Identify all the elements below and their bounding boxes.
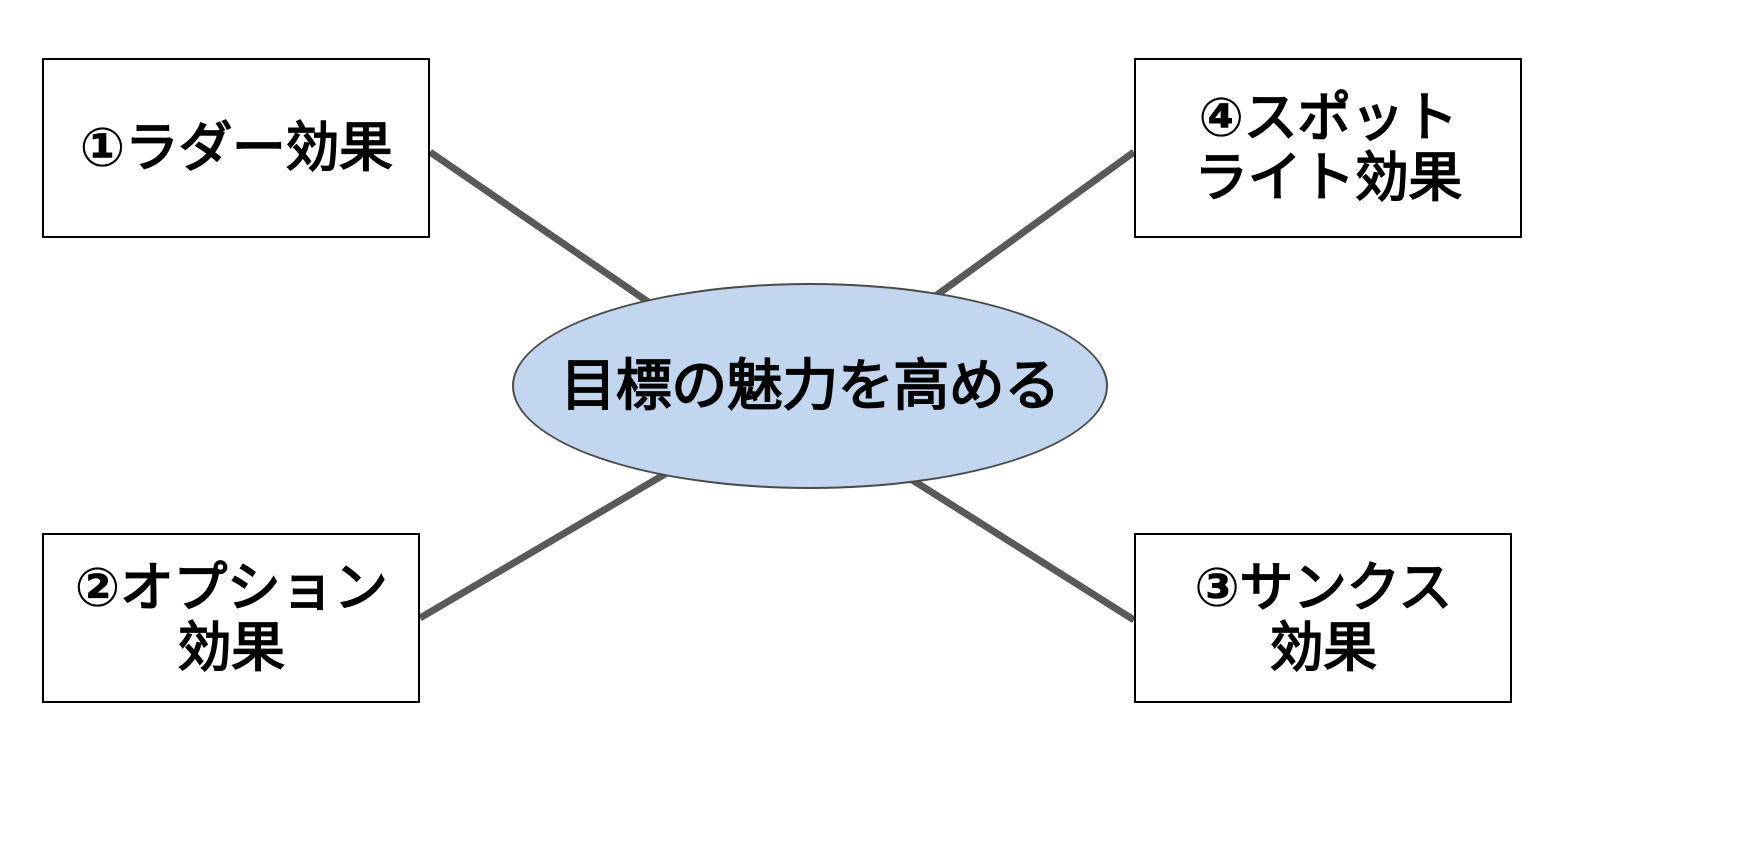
center-node-label: 目標の魅力を高める [560, 354, 1060, 418]
connector-thanks-to-center [904, 473, 1136, 623]
node-label-thanks: ③サンクス 効果 [1194, 557, 1452, 678]
connector-spotlight-to-center [927, 149, 1137, 303]
node-box-option[interactable]: ②オプション 効果 [42, 533, 420, 703]
node-box-spotlight[interactable]: ④スポット ライト効果 [1134, 58, 1522, 238]
center-node-ellipse[interactable]: 目標の魅力を高める [512, 283, 1108, 489]
node-label-radar: ①ラダー効果 [79, 117, 393, 178]
connector-option-to-center [418, 466, 674, 622]
node-label-option: ②オプション 効果 [74, 557, 388, 678]
node-box-thanks[interactable]: ③サンクス 効果 [1134, 533, 1512, 703]
node-box-radar[interactable]: ①ラダー効果 [42, 58, 430, 238]
connector-radar-to-center [428, 149, 662, 313]
node-label-spotlight: ④スポット ライト効果 [1194, 87, 1462, 208]
